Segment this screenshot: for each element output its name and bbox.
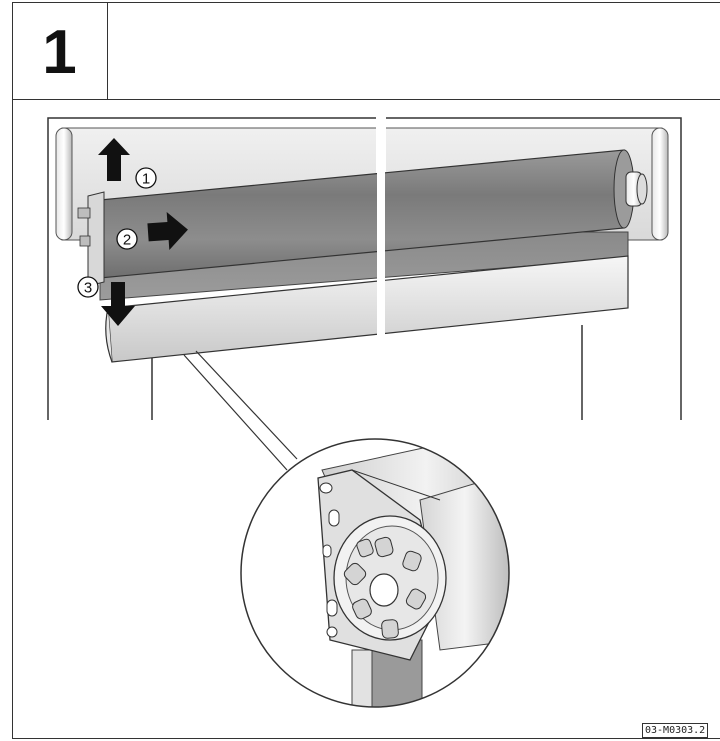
- callout-2-label: 2: [123, 232, 131, 249]
- reference-code: 03-M0303.2: [642, 723, 709, 738]
- roller-tube: [77, 149, 648, 287]
- callout-3: 3: [77, 276, 99, 298]
- zoom-detail-circle: [240, 438, 510, 708]
- window-frame: [47, 117, 682, 420]
- zoom-leader-lines: [183, 350, 298, 471]
- callout-1: 1: [135, 167, 157, 189]
- callout-2: 2: [116, 228, 138, 250]
- arrow-down: [101, 282, 135, 326]
- callout-1-label: 1: [142, 171, 150, 188]
- arrow-right: [147, 212, 188, 250]
- step-number: 1: [42, 17, 77, 87]
- step-number-box: 1: [12, 2, 108, 100]
- header-divider: [108, 99, 720, 100]
- figure-frame: [12, 2, 720, 739]
- arrow-up: [98, 138, 130, 181]
- callout-3-label: 3: [84, 280, 92, 297]
- center-gap-front: [377, 108, 385, 344]
